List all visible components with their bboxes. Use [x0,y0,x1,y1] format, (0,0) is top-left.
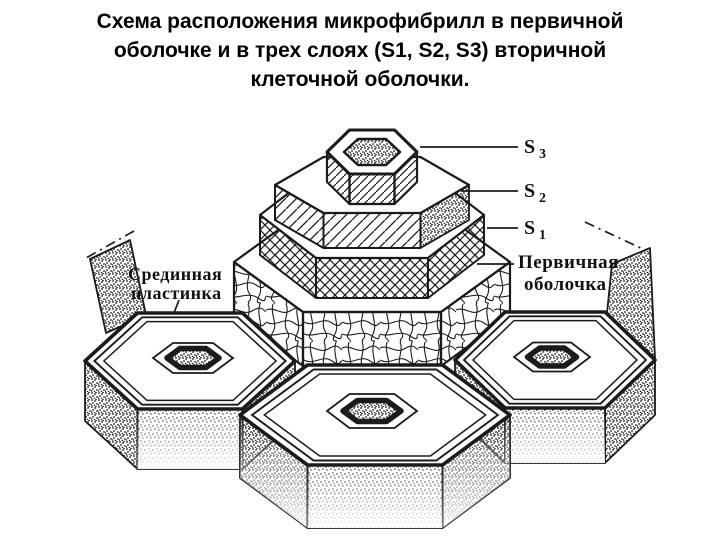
cell-left-wall-ring [102,320,278,402]
middle-lamella-label-line1: Срединная [128,264,222,284]
s3-front-face [348,172,396,206]
cut-line-left [85,230,135,259]
cell-front-lumen [340,397,404,425]
cell-front-wall-ring [250,368,500,462]
s3-label: S 3 [524,136,547,162]
cell-front [238,363,512,529]
s1-label-base: S [524,217,536,239]
middle-lamella-label: Срединная пластинка [128,264,222,303]
s2-front-face [322,212,422,249]
s3-lumen-opening [342,137,402,167]
cell-left-front-face [136,408,244,470]
cell-right-lumen [524,345,580,369]
title-line-1: Схема расположения микрофибрилл в первич… [96,10,624,33]
middle-lamella-leader-line [173,299,180,314]
s2-label-sub: 2 [539,191,547,206]
cut-cell-back-left [85,230,147,334]
cell-right-wall-ring [462,315,648,405]
s2-label-base: S [524,180,536,202]
s3-label-sub: 3 [539,147,547,162]
s1-front-face [315,257,429,299]
s3-label-base: S [524,136,536,158]
s3-layer [325,128,419,206]
s3-right-face [393,150,419,206]
cut-line-right [584,221,646,251]
title-line-3: клеточной оболочки. [250,67,470,91]
primary-wall-label-line1: Первичная [518,252,619,273]
s2-label: S 2 [524,180,547,206]
s2-right-face [419,184,470,249]
middle-lamella-label-line2: пластинка [131,283,222,303]
s1-right-face [427,214,485,299]
primary-wall-label: Первичная оболочка [518,252,619,295]
primary-wall-label-line2: оболочка [524,274,607,295]
cell-left [83,311,297,470]
cell-front-wall-ring [263,373,487,457]
primary-wall-front-face [301,310,443,368]
cell-right-front-face [504,407,606,464]
slide-title: Схема расположения микрофибрилл в первич… [0,8,720,95]
cell-left-lumen [164,345,222,371]
cell-right-wall-ring [471,319,639,401]
s1-label: S 1 [524,217,547,243]
title-line-2: оболочке и в трех слоях (S1, S2, S3) вто… [113,38,607,62]
cell-left-wall-ring [92,316,288,406]
cell-front-front-face [306,464,444,529]
s1-label-sub: 1 [539,228,547,243]
